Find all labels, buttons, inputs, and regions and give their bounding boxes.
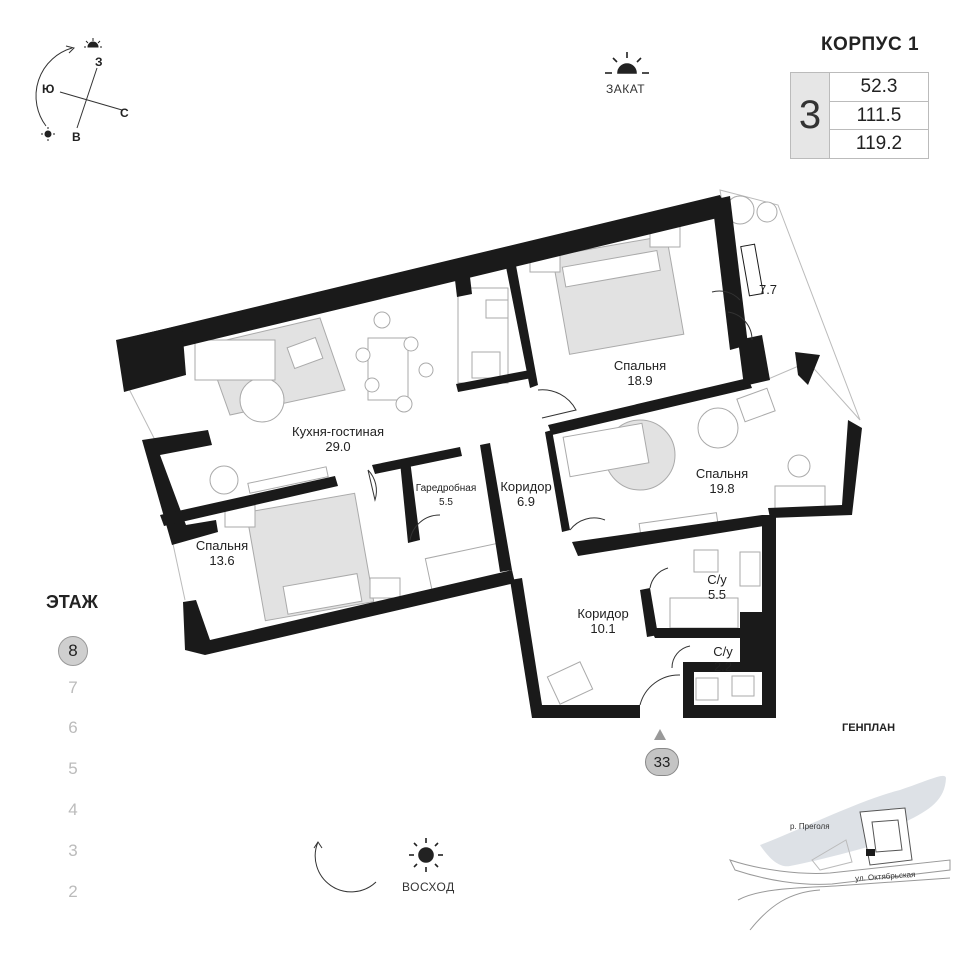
room-name: Спальня — [613, 358, 667, 373]
total-area: 111.5 — [829, 100, 928, 130]
floor-7-button[interactable]: 7 — [68, 678, 78, 697]
room-area: 29.0 — [325, 439, 351, 454]
rooms-count: 3 — [791, 73, 829, 158]
doors — [367, 290, 753, 706]
room-area: 13.6 — [209, 553, 235, 568]
room-name: Спальня — [695, 466, 749, 481]
sun-icon — [41, 127, 55, 141]
room-balcony: 7.7 — [759, 282, 777, 297]
sun-icon — [84, 38, 102, 48]
room-bedroom-1: Спальня 18.9 — [614, 358, 666, 388]
room-name: Гаредробная — [415, 483, 477, 494]
room-name: С/у — [713, 644, 733, 659]
furniture — [194, 195, 826, 705]
room-corridor-2: Коридор 10.1 — [577, 606, 628, 636]
room-name: Спальня — [195, 538, 249, 553]
building-title: КОРПУС 1 — [820, 34, 920, 55]
room-bathroom-1: С/у 5.5 — [707, 572, 727, 602]
room-area: 5.5 — [439, 497, 453, 508]
sun-icon — [605, 52, 649, 74]
room-name: Коридор — [500, 479, 552, 494]
sun-icon — [409, 838, 443, 872]
room-area: 6.9 — [516, 494, 536, 509]
genplan-title: ГЕНПЛАН — [842, 722, 896, 734]
floor-8-button[interactable]: 8 — [58, 636, 88, 666]
compass-south: Ю — [42, 82, 55, 96]
compass-north: С — [120, 106, 129, 120]
room-name: Коридор — [577, 606, 629, 621]
room-name: Кухня-гостиная — [292, 424, 384, 439]
areas-list: 52.3 111.5 119.2 — [829, 73, 928, 159]
living-area: 52.3 — [829, 73, 928, 101]
floor-3-button[interactable]: 3 — [68, 841, 78, 860]
room-area: 5.5 — [707, 587, 727, 602]
floor-5-button[interactable]: 5 — [68, 759, 78, 778]
room-corridor-1: Коридор 6.9 — [500, 479, 551, 509]
genplan-map — [729, 775, 951, 931]
room-area: 19.8 — [709, 481, 735, 496]
room-area: 7.7 — [758, 282, 778, 297]
compass-icon — [35, 45, 123, 129]
floor-selector-title: ЭТАЖ — [46, 592, 98, 612]
room-bedroom-3: Спальня 13.6 — [196, 538, 248, 568]
room-bedroom-2: Спальня 19.8 — [696, 466, 748, 496]
apartment-number: 33 — [645, 748, 679, 776]
compass-west: З — [95, 55, 103, 69]
room-kitchen-living: Кухня-гостиная 29.0 — [292, 424, 384, 454]
room-area: 18.9 — [627, 373, 653, 388]
room-bathroom-2: С/у 2.2 — [713, 644, 733, 674]
river-label: р. Преголя — [790, 822, 830, 831]
total-area-with-balcony: 119.2 — [829, 129, 928, 159]
room-area: 10.1 — [590, 621, 616, 636]
floor-2-button[interactable]: 2 — [68, 882, 78, 901]
entrance-arrow-icon — [654, 729, 666, 740]
sunset-label: ЗАКАТ — [606, 82, 646, 96]
compass-east: В — [72, 130, 81, 144]
apartment-info: 3 52.3 111.5 119.2 — [790, 72, 929, 159]
floor-6-button[interactable]: 6 — [68, 718, 78, 737]
walls — [116, 195, 862, 718]
room-wardrobe: Гаредробная 5.5 — [416, 482, 477, 510]
floor-4-button[interactable]: 4 — [68, 800, 78, 819]
room-name: С/у — [707, 572, 727, 587]
room-area: 2.2 — [713, 659, 733, 674]
sunrise-label: ВОСХОД — [402, 880, 455, 894]
